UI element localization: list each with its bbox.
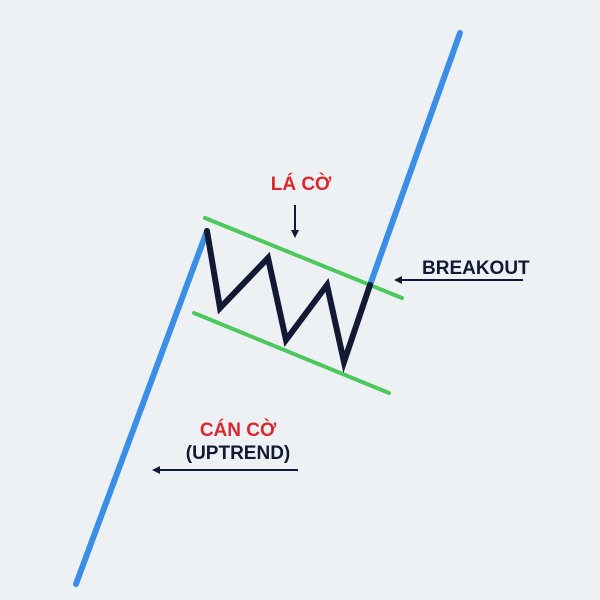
breakout-label: BREAKOUT	[422, 258, 530, 279]
flag-pole-uptrend-line	[73, 228, 210, 587]
flag-label: LÁ CỜ	[271, 173, 332, 195]
pole-title-label: CÁN CỜ	[200, 419, 277, 441]
flag-price-zigzag	[204, 228, 373, 374]
breakout-trend-line	[367, 30, 463, 288]
pole-subtitle-label: (UPTREND)	[186, 443, 291, 464]
flag-channel-lower-line	[192, 311, 391, 395]
